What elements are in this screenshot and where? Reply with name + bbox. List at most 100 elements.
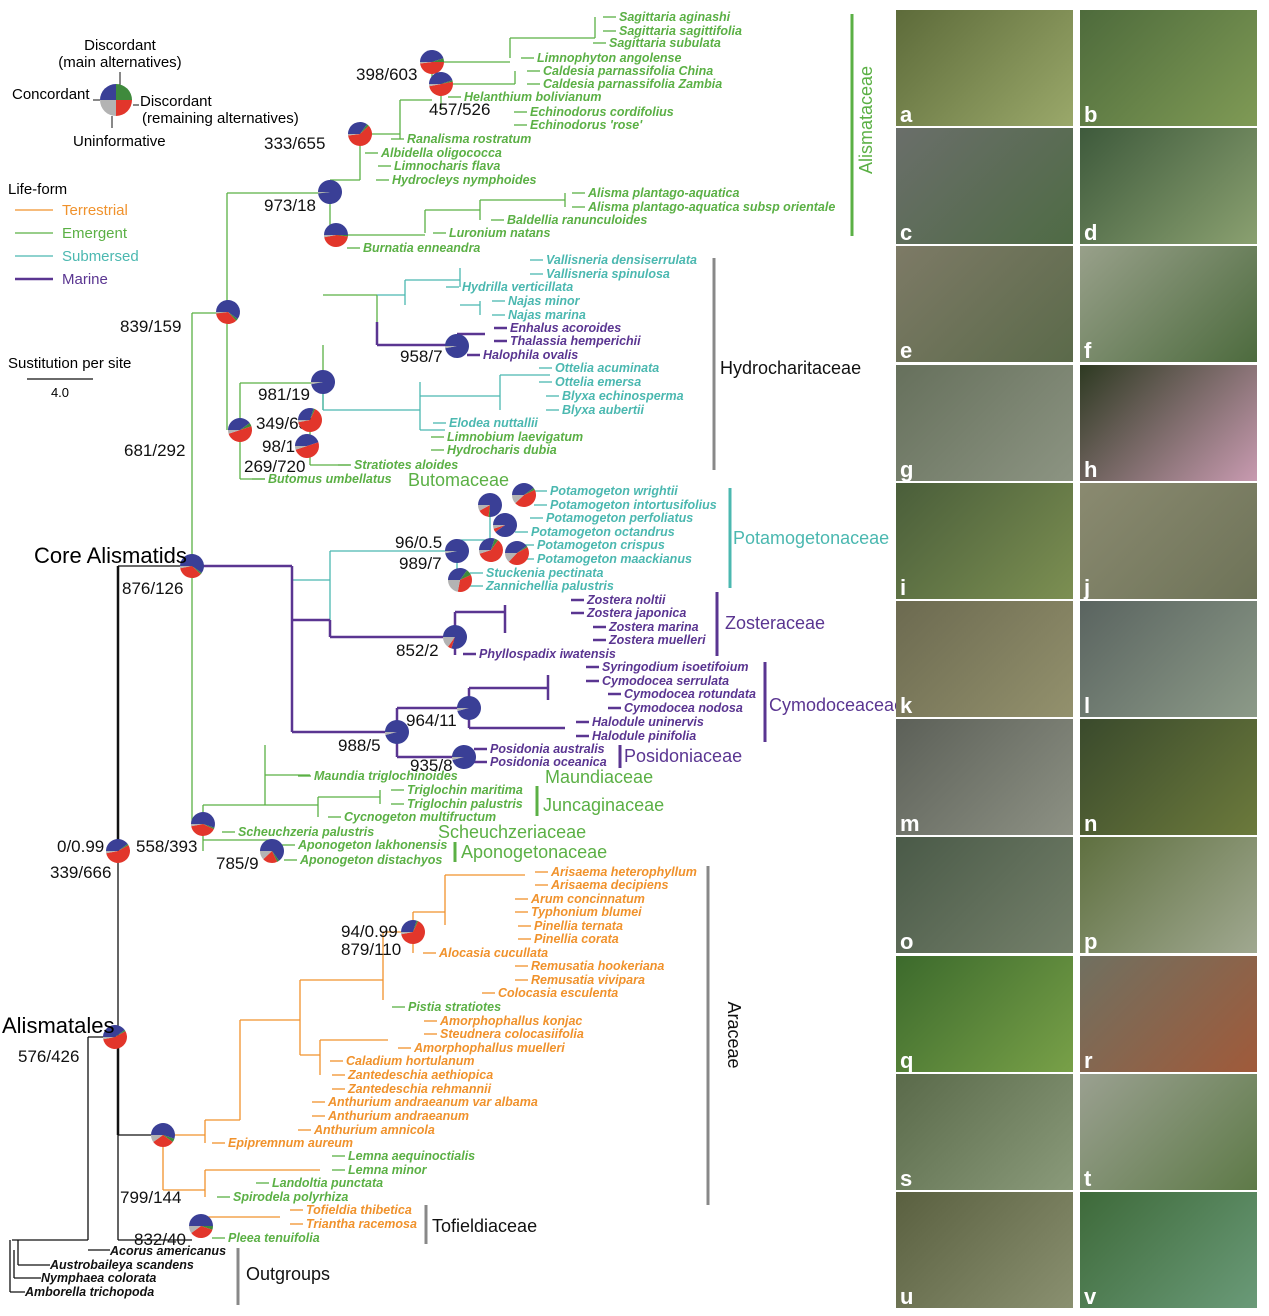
taxon-label: Potamogeton octandrus xyxy=(531,525,675,539)
plant-photo: b xyxy=(1080,10,1257,127)
family-label: Scheuchzeriaceae xyxy=(438,822,586,842)
pie-slice xyxy=(336,235,348,237)
pie-slice xyxy=(189,1214,213,1226)
pie-slice xyxy=(505,553,517,562)
taxon-label: Ranalisma rostratum xyxy=(407,132,531,146)
node-pie xyxy=(445,334,470,359)
taxon-label: Remusatia vivipara xyxy=(531,973,645,987)
taxon-label: Potamogeton wrightii xyxy=(550,484,678,498)
legend-arrows xyxy=(93,72,139,128)
node-pie xyxy=(457,695,482,720)
taxon-label: Amorphophallus muelleri xyxy=(413,1041,565,1055)
pie-slice xyxy=(512,483,534,495)
node-pie xyxy=(189,1214,213,1238)
taxon-label: Ottelia emersa xyxy=(555,375,641,389)
photo-letter: p xyxy=(1084,929,1098,955)
taxon-label: Zostera marina xyxy=(608,620,699,634)
plant-photo: u xyxy=(896,1192,1073,1309)
taxon-label: Albidella oligococca xyxy=(380,146,502,160)
pie-slice xyxy=(445,551,457,554)
node-pie xyxy=(151,1123,175,1148)
taxon-label: Zostera japonica xyxy=(586,606,686,620)
plant-photo: i xyxy=(896,482,1073,600)
pie-slice xyxy=(517,545,528,553)
taxon-label: Posidonia oceanica xyxy=(490,755,607,769)
pie-slice xyxy=(452,757,464,760)
family-label: Potamogetonaceae xyxy=(733,528,889,548)
pie-slice xyxy=(445,334,470,359)
family-label: Alismataceae xyxy=(856,66,876,174)
photo-letter: q xyxy=(900,1047,914,1073)
pie-slice xyxy=(216,312,237,324)
support-value-label: 98/1 xyxy=(262,437,295,456)
photo-letter: d xyxy=(1084,220,1098,246)
taxon-label: Cymodocea rotundata xyxy=(624,687,756,701)
pie-slice xyxy=(493,513,518,538)
photo-letter: g xyxy=(900,456,914,482)
taxon-label: Blyxa aubertii xyxy=(562,403,645,417)
pie-slice xyxy=(505,541,527,553)
taxon-label: Typhonium blumei xyxy=(531,905,642,919)
photo-letter: s xyxy=(900,1165,913,1191)
node-pie xyxy=(400,919,426,945)
pie-slice xyxy=(448,580,460,592)
plant-photo: s xyxy=(896,1073,1073,1191)
taxon-stubs xyxy=(212,16,621,1239)
taxon-label: Thalassia hemperichii xyxy=(510,334,641,348)
taxon-label: Zantedeschia rehmannii xyxy=(347,1082,492,1096)
node-pie xyxy=(479,538,503,563)
family-label: Cymodoceaceae xyxy=(769,695,904,715)
support-value-label: 839/159 xyxy=(120,317,181,336)
pie-slice xyxy=(310,408,316,420)
taxon-label: Stratiotes aloides xyxy=(354,458,458,472)
plant-photo: t xyxy=(1080,1073,1257,1191)
taxon-label: Zannichellia palustris xyxy=(485,579,614,593)
pie-slice xyxy=(479,505,490,517)
legend-discordant-main-sub: (main alternatives) xyxy=(58,54,181,71)
taxon-label: Acorus americanus xyxy=(109,1244,226,1258)
taxon-label: Austrobaileya scandens xyxy=(49,1258,194,1272)
pie-slice xyxy=(493,525,505,533)
plant-photo: k xyxy=(896,601,1073,718)
photo-letter: h xyxy=(1084,456,1098,482)
node-pie xyxy=(478,493,502,517)
pie-slice xyxy=(429,84,441,87)
support-value-label: 981/19 xyxy=(258,385,310,404)
pie-slice xyxy=(401,921,426,945)
taxon-label: Triantha racemosa xyxy=(306,1217,417,1231)
node-pie xyxy=(311,370,336,395)
taxon-label: Limnocharis flava xyxy=(394,159,500,173)
taxon-label: Anthurium andraeanum xyxy=(327,1109,469,1123)
pie-slice xyxy=(203,824,215,830)
taxon-label: Spirodela polyrhiza xyxy=(233,1190,348,1204)
node-pie xyxy=(429,71,453,96)
pie-slice xyxy=(348,125,373,146)
pie-slice xyxy=(180,554,204,574)
taxon-label: Elodea nuttallii xyxy=(449,416,538,430)
pie-slice xyxy=(432,58,444,62)
legend-discordant-main: Discordant xyxy=(84,37,157,54)
pie-slice xyxy=(298,408,314,420)
pie-slice xyxy=(348,121,368,134)
pie-slice xyxy=(295,434,319,446)
support-value-label: 958/7 xyxy=(400,347,443,366)
photo-letter: t xyxy=(1084,1165,1092,1191)
taxon-label: Halodule uninervis xyxy=(592,715,704,729)
node-pie xyxy=(512,483,536,508)
pie-slice xyxy=(445,346,457,349)
pie-slice xyxy=(153,1135,173,1148)
taxon-label: Vallisneria spinulosa xyxy=(546,267,670,281)
taxon-label: Nymphaea colorata xyxy=(41,1271,156,1285)
support-value-label: 876/126 xyxy=(122,579,183,598)
family-label: Juncaginaceae xyxy=(543,795,664,815)
taxon-label: Potamogeton perfoliatus xyxy=(546,511,693,525)
photo-letter: l xyxy=(1084,693,1091,718)
pie-slice xyxy=(228,430,240,434)
taxon-label: Luronium natans xyxy=(449,226,550,240)
node-pie xyxy=(180,554,204,578)
support-value-label: 339/666 xyxy=(50,863,111,882)
pie-slice xyxy=(457,695,482,720)
plant-photo: g xyxy=(896,364,1073,482)
plant-photo: m xyxy=(896,719,1073,836)
